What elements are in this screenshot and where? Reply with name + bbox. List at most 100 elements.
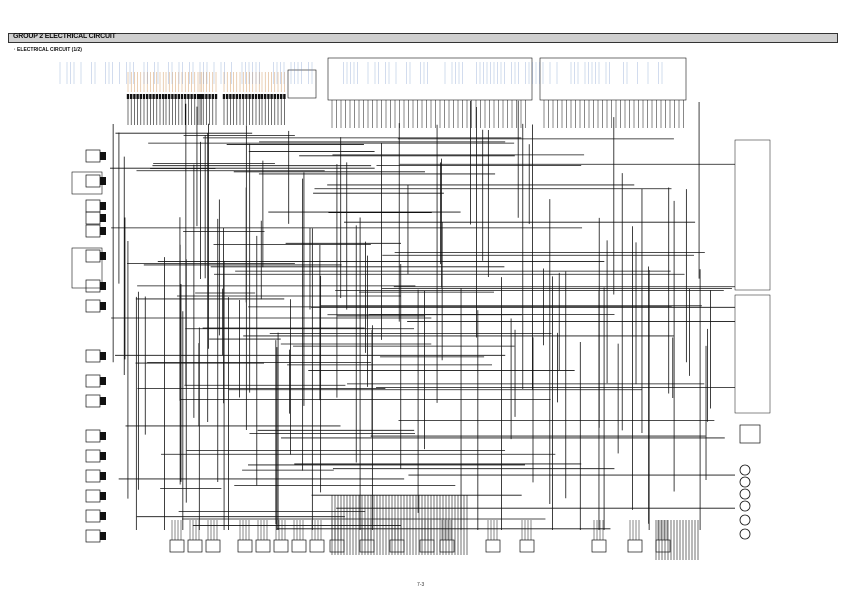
connector-pin (251, 94, 254, 99)
connector-pin (136, 94, 139, 99)
section-header-title: GROUP 2 ELECTRICAL CIRCUIT (13, 33, 116, 40)
connector-pin (214, 94, 218, 99)
component-symbol (85, 299, 101, 313)
connector-pin (222, 94, 226, 99)
connector-pin (158, 94, 162, 99)
component-symbol (85, 249, 101, 263)
connector-pin (126, 94, 130, 99)
connector-pin (235, 94, 238, 99)
component-connector (100, 377, 106, 385)
component-connector (100, 252, 106, 260)
bottom-component (309, 539, 325, 553)
component-connector (100, 302, 106, 310)
switch-box (71, 247, 103, 289)
page-number: 7-3 (417, 582, 425, 588)
connector-pin (198, 94, 202, 99)
component-connector (100, 227, 106, 235)
output-device (739, 500, 751, 512)
component-connector (100, 432, 106, 440)
component-connector (100, 472, 106, 480)
connector-pin (264, 94, 267, 99)
connector-pin (211, 94, 214, 99)
bottom-component (255, 539, 271, 553)
output-device (739, 488, 751, 500)
connector-pin (242, 94, 245, 99)
connector-pin (130, 94, 133, 99)
bottom-component (627, 539, 643, 553)
bottom-component (291, 539, 307, 553)
connector-pin (174, 94, 177, 99)
connector-pin (162, 94, 165, 99)
component-symbol (85, 469, 101, 483)
connector-pin (248, 94, 251, 99)
output-device (739, 476, 751, 488)
component-symbol (85, 429, 101, 443)
component-connector (100, 152, 106, 160)
connector-pin (139, 94, 142, 99)
bottom-component (519, 539, 535, 553)
component-connector (100, 177, 106, 185)
component-symbol (85, 279, 101, 293)
connector-pin (152, 94, 155, 99)
connector-pin (229, 94, 232, 99)
connector-pin (146, 94, 149, 99)
bottom-component (187, 539, 203, 553)
component-connector (100, 352, 106, 360)
connector-pin (280, 94, 283, 99)
connector-pin (270, 94, 273, 99)
component-symbol (85, 489, 101, 503)
component-symbol (85, 509, 101, 523)
component-connector (100, 532, 106, 540)
component-connector (100, 282, 106, 290)
ecu-connector-box (327, 57, 533, 101)
bottom-component (237, 539, 253, 553)
output-device (739, 514, 751, 526)
section-header-bar: GROUP 2 ELECTRICAL CIRCUIT (8, 33, 838, 43)
connector-pin (142, 94, 146, 99)
component-symbol (85, 374, 101, 388)
connector-pin (196, 94, 200, 99)
connector-pin (180, 94, 184, 99)
connector-pin (232, 94, 235, 99)
connector-pin (208, 94, 211, 99)
component-symbol (85, 149, 101, 163)
component-symbol (85, 394, 101, 408)
component-connector (100, 397, 106, 405)
output-device (739, 528, 751, 540)
connector-pin (184, 94, 187, 99)
bottom-component (591, 539, 607, 553)
connector-pin (202, 94, 205, 99)
connector-pin (171, 94, 174, 99)
component-symbol (85, 199, 101, 213)
connector-pin (258, 94, 261, 99)
bottom-component (205, 539, 221, 553)
component-symbol (85, 224, 101, 238)
bottom-component (169, 539, 185, 553)
component-symbol (85, 349, 101, 363)
connector-pin (177, 94, 180, 99)
component-connector (100, 202, 106, 210)
connector-pin (190, 94, 193, 99)
connector-pin (245, 94, 248, 99)
component-connector (100, 512, 106, 520)
component-symbol (85, 529, 101, 543)
connector-pin (260, 94, 264, 99)
component-symbol (85, 174, 101, 188)
connector-pin (164, 94, 168, 99)
connector-pin (226, 94, 229, 99)
sensor-box (71, 171, 103, 195)
connector-pin (276, 94, 280, 99)
connector-pin (133, 94, 136, 99)
fuse-symbol (739, 424, 761, 444)
connector-pin (155, 94, 158, 99)
connector-pin (168, 94, 171, 99)
connector-pin (267, 94, 270, 99)
component-symbol (85, 211, 101, 225)
bottom-component (273, 539, 289, 553)
relay-box (287, 69, 317, 99)
connector-pin (254, 94, 258, 99)
component-connector (100, 214, 106, 222)
component-symbol (85, 449, 101, 463)
connector-pin (205, 94, 208, 99)
